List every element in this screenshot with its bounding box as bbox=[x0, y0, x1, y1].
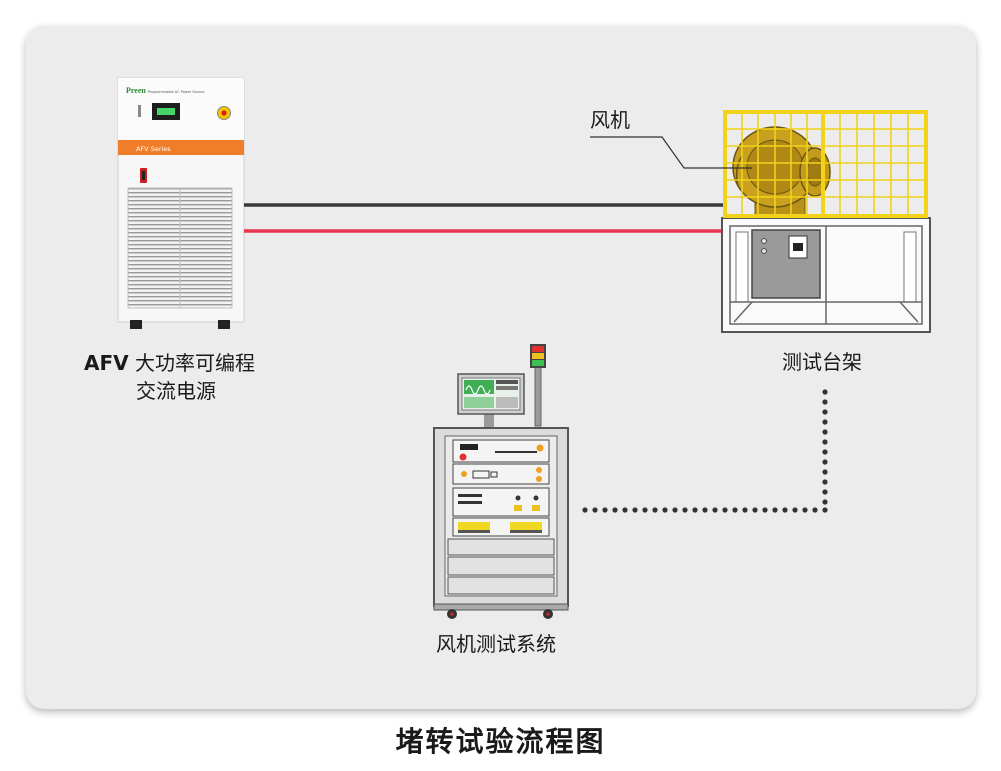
power-source-label-line2: 交流电源 bbox=[136, 379, 216, 403]
fan-leader-line bbox=[590, 136, 752, 169]
fan-assembly bbox=[590, 110, 928, 218]
power-source-label: AFV 大功率可编程 bbox=[84, 349, 255, 377]
fan-icon bbox=[732, 126, 831, 216]
model-text: Programmable AC Power Source bbox=[148, 90, 204, 94]
power-source-label-text: 大功率可编程 bbox=[128, 351, 255, 375]
test-rack-label: 测试台架 bbox=[782, 350, 862, 374]
power-source-label-model: AFV bbox=[84, 351, 129, 375]
dotted-connection bbox=[582, 389, 828, 513]
fan-test-system bbox=[433, 344, 569, 619]
diagram-caption: 堵转试验流程图 bbox=[395, 725, 606, 758]
series-band bbox=[118, 140, 244, 155]
series-band-text: AFV Series bbox=[136, 145, 171, 153]
test-rack bbox=[721, 217, 931, 333]
protective-cage bbox=[723, 110, 928, 218]
fan-label: 风机 bbox=[590, 108, 630, 132]
test-system-label: 风机测试系统 bbox=[436, 632, 556, 656]
brand-logo: Preen bbox=[126, 86, 146, 95]
ac-power-source: Preen Programmable AC Power Source AFV S… bbox=[117, 77, 245, 329]
